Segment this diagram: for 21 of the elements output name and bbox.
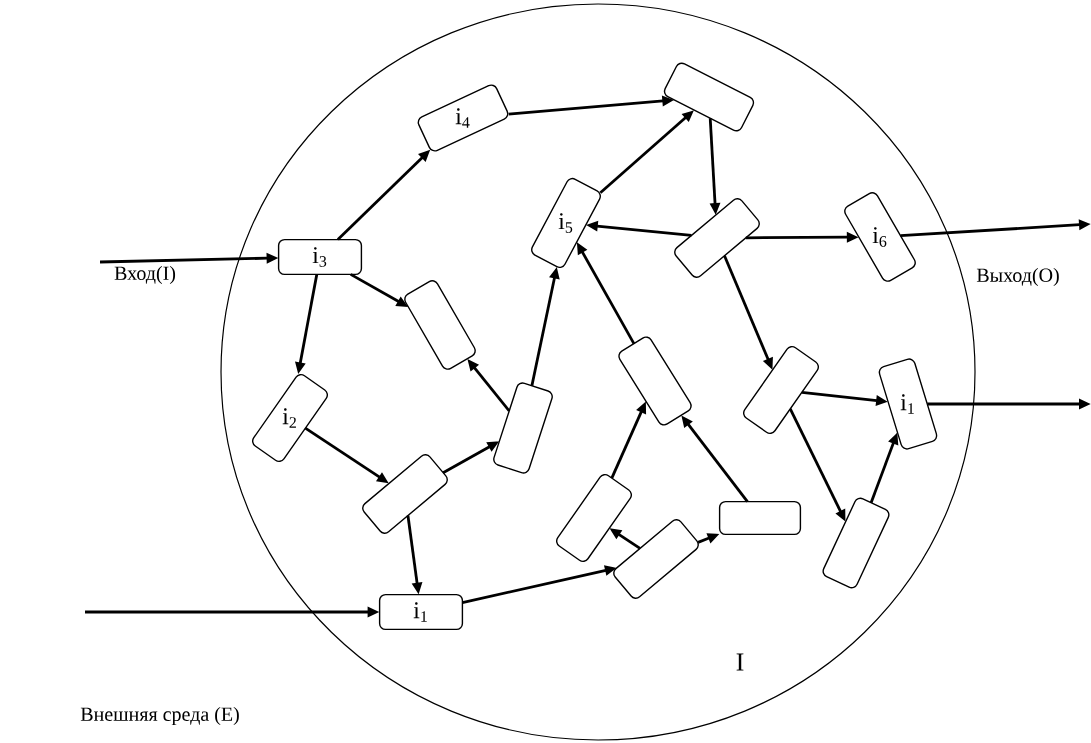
process-box: i$_{5}$ <box>531 177 601 269</box>
process-box: i$_{6}$ <box>844 192 916 282</box>
process-box <box>674 198 760 278</box>
process-box <box>718 500 802 536</box>
process-box <box>404 280 476 370</box>
process-box: i$_{1}$ <box>878 358 938 450</box>
process-box <box>493 382 553 474</box>
text-label: Выход(O) <box>976 267 1059 287</box>
text-label: Внешняя среда (E) <box>80 706 239 726</box>
process-box <box>663 62 755 132</box>
process-box <box>618 336 692 426</box>
text-label: Вход(I) <box>114 265 176 285</box>
process-box <box>613 519 699 599</box>
process-box <box>556 473 633 563</box>
process-box: i$_{1}$ <box>378 593 464 631</box>
process-box: i$_{4}$ <box>417 84 509 152</box>
process-box <box>362 454 448 534</box>
process-box <box>822 497 890 589</box>
process-box: i$_{3}$ <box>277 238 363 276</box>
process-box: i$_{2}$ <box>252 373 328 463</box>
process-box <box>743 345 820 435</box>
